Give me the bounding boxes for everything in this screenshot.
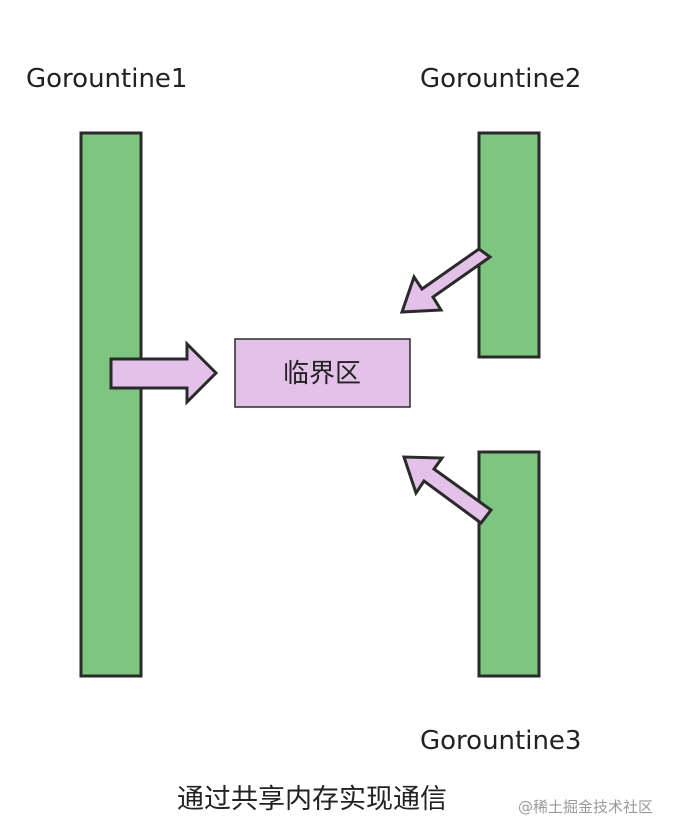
goroutine1-bar <box>79 131 143 678</box>
goroutine2-bar <box>477 131 541 359</box>
arrow-from-goroutine3 <box>401 455 494 526</box>
arrow-from-goroutine2 <box>399 247 493 314</box>
arrow-from-goroutine1 <box>109 340 219 406</box>
critical-section-box <box>234 338 411 408</box>
goroutine3-label: Gorountine3 <box>420 726 581 756</box>
diagram-caption: 通过共享内存实现通信 <box>177 784 447 815</box>
goroutine1-label: Gorountine1 <box>26 64 187 94</box>
critical-section-label: 临界区 <box>283 359 361 389</box>
watermark: @稀土掘金技术社区 <box>518 798 653 816</box>
goroutine3-bar <box>477 450 541 678</box>
goroutine2-label: Gorountine2 <box>420 64 581 94</box>
